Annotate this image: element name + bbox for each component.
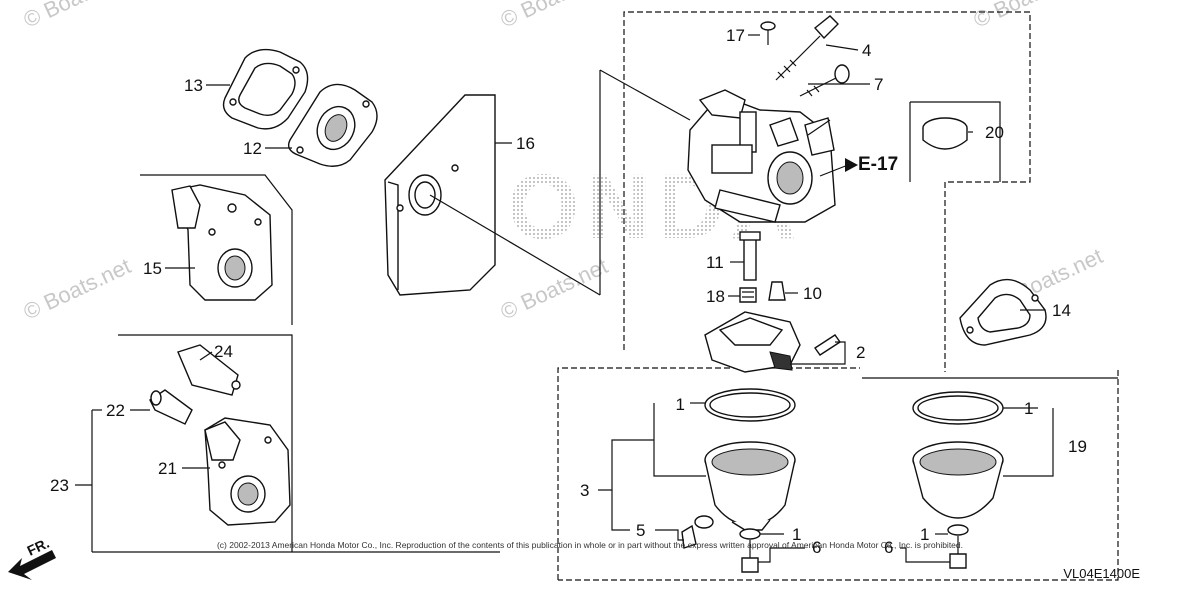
callout-labels: 1 1 1 1 2 3 4 5 6 6 7 10 11 12 13 14 15 … <box>50 26 1087 557</box>
callout-2: 2 <box>856 343 865 362</box>
callout-5: 5 <box>636 521 645 540</box>
callout-16: 16 <box>516 134 535 153</box>
callout-7: 7 <box>874 75 883 94</box>
callout-11: 11 <box>706 253 724 272</box>
callout-15: 15 <box>143 259 162 278</box>
bolt-5 <box>681 515 714 549</box>
drain-screw-10 <box>768 281 786 301</box>
o-ring-1-left <box>704 388 796 422</box>
carburetor-group-outline <box>623 11 1031 372</box>
callout-20: 20 <box>985 123 1004 142</box>
float-2 <box>704 311 841 373</box>
callout-1d: 1 <box>920 525 929 544</box>
diagram-code: VL04E1400E <box>1063 566 1140 581</box>
bolt-6-left <box>739 528 761 573</box>
callout-18: 18 <box>706 287 725 306</box>
float-chamber-3 <box>704 441 796 531</box>
jet-18 <box>739 287 757 303</box>
group-outlines <box>92 11 1119 581</box>
spacer-12 <box>287 83 378 167</box>
screw-17 <box>760 21 776 45</box>
filter-24 <box>177 344 241 396</box>
carburetor-assembly <box>687 89 836 223</box>
watermark-layer: © Boats.net © Boats.net © Boats.net © Bo… <box>20 0 1107 325</box>
callout-1c: 1 <box>1024 399 1033 418</box>
callout-14: 14 <box>1052 301 1071 320</box>
seal-group-outline <box>910 101 1001 182</box>
gasket-14 <box>959 278 1047 346</box>
optional-group-outline <box>118 334 293 552</box>
callout-1a: 1 <box>676 395 685 414</box>
screw-7 <box>799 64 850 97</box>
bolt-6-right <box>947 524 969 569</box>
callout-22: 22 <box>106 401 125 420</box>
watermark: © Boats.net <box>20 0 135 33</box>
callout-4: 4 <box>862 41 871 60</box>
callout-19: 19 <box>1068 437 1087 456</box>
reference-arrow <box>819 158 858 177</box>
callout-3: 3 <box>580 481 589 500</box>
watermark: © Boats.net <box>497 0 612 33</box>
leader-lines <box>75 34 1054 563</box>
watermark: © Boats.net <box>970 0 1085 33</box>
callout-10: 10 <box>803 284 822 303</box>
nozzle-11 <box>739 231 761 281</box>
callout-17: 17 <box>726 26 745 45</box>
callout-23: 23 <box>50 476 69 495</box>
bowl-group-outline <box>557 367 860 580</box>
callout-13: 13 <box>184 76 203 95</box>
seal-20 <box>922 117 968 150</box>
fitting-22 <box>149 389 193 425</box>
front-direction-arrow <box>8 550 56 580</box>
pilot-screw-4 <box>775 15 839 81</box>
reference-label: E-17 <box>858 154 898 175</box>
o-ring-1-right <box>912 391 1004 425</box>
float-chamber-19 <box>912 441 1004 519</box>
insulator-21 <box>204 417 291 526</box>
callout-12: 12 <box>243 139 262 158</box>
callout-6b: 6 <box>884 538 893 557</box>
gasket-13 <box>222 48 309 130</box>
bowl-group-bottom-outline <box>558 370 1119 581</box>
callout-24: 24 <box>214 342 233 361</box>
callout-21: 21 <box>158 459 177 478</box>
insulator-group-outline <box>140 174 293 325</box>
gasket-plate-16 <box>384 94 496 296</box>
callout-6a: 6 <box>812 538 821 557</box>
callout-1b: 1 <box>792 525 801 544</box>
copyright-notice: (c) 2002-2013 American Honda Motor Co., … <box>217 540 963 550</box>
insulator-15 <box>171 184 273 301</box>
watermark: © Boats.net <box>20 253 135 324</box>
watermark: © Boats.net <box>497 253 612 324</box>
